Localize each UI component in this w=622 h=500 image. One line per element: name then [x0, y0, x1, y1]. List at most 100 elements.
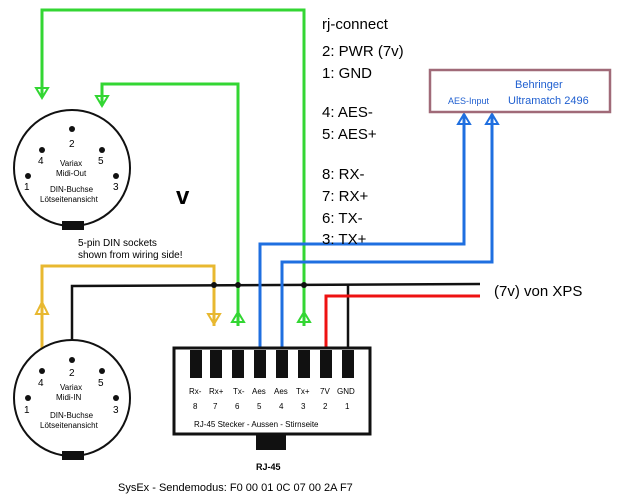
rj45-contact [210, 350, 222, 378]
behringer-input-label: AES-Input [448, 96, 490, 106]
red-wire-7v [324, 294, 480, 348]
rj-connect-line: 3: TX+ [322, 231, 367, 248]
rj-connect-line: 6: TX- [322, 210, 363, 227]
rj45-pin-name: GND [337, 387, 355, 396]
din-note-line-2: shown from wiring side! [78, 250, 182, 261]
rj-connect-title: rj-connect [322, 16, 389, 33]
din-out-pin-5 [99, 147, 105, 153]
junction-3 [301, 282, 307, 288]
din-in-pin-4 [39, 368, 45, 374]
green-arrow-out-pin4 [34, 87, 50, 100]
rj45-pin-name: Rx- [189, 387, 202, 396]
rj45-contact [276, 350, 288, 378]
din-out-pin-label: 1 [24, 182, 30, 193]
rj45-connector: Rx- Rx+ Tx- Aes Aes Tx+ 7V GND 8 7 6 5 4… [172, 346, 372, 472]
rj45-tab [256, 434, 286, 450]
din-in-pin-label: 4 [38, 378, 44, 389]
wires [34, 8, 500, 370]
rj45-caption: RJ-45 Stecker - Aussen - Stirnseite [194, 420, 319, 429]
behringer-name-2: Ultramatch 2496 [508, 95, 589, 107]
blue-wire-aes5 [258, 114, 466, 348]
rj-connect-line: 5: AES+ [322, 126, 377, 143]
rj45-contact [320, 350, 332, 378]
din-in-text-2: Midi-IN [56, 393, 82, 402]
green-arrow-out-pin5 [94, 95, 110, 108]
din-out-pin-label: 3 [113, 182, 119, 193]
rj45-pin-num: 7 [213, 402, 218, 411]
blue-arrow-1 [456, 112, 472, 125]
rj45-pin-num: 6 [235, 402, 240, 411]
rj-connect-line: 4: AES- [322, 104, 373, 121]
din-out-pin-1 [25, 173, 31, 179]
din-in-text-3: DIN-Buchse [50, 411, 94, 420]
din-socket-midi-out: 4 2 5 1 3 Variax Midi-Out DIN-Buchse Löt… [13, 109, 131, 230]
rj45-pin-name: Rx+ [209, 387, 224, 396]
rj45-pin-num: 8 [193, 402, 198, 411]
din-out-pin-4 [39, 147, 45, 153]
rj45-pin-num: 5 [257, 402, 262, 411]
din-socket-midi-in: 4 2 5 1 3 Variax Midi-IN DIN-Buchse Löts… [13, 339, 131, 460]
rj45-contact [232, 350, 244, 378]
din-out-key [62, 221, 84, 230]
din-out-pin-3 [113, 173, 119, 179]
yellow-wire-rxplus [40, 264, 216, 370]
sysex-line: SysEx - Sendemodus: F0 00 01 0C 07 00 2A… [118, 482, 353, 494]
din-in-pin-label: 1 [24, 405, 30, 416]
din-out-text-4: Lötseitenansicht [40, 195, 99, 204]
rj-connect-line: 2: PWR (7v) [322, 43, 404, 60]
rj45-pin-name: Aes [274, 387, 288, 396]
din-out-pin-2 [69, 126, 75, 132]
din-in-pin-2 [69, 357, 75, 363]
rj45-pin-num: 3 [301, 402, 306, 411]
blue-wire-aes4 [280, 114, 494, 348]
yellow-arrow-din-in [34, 299, 50, 315]
din-out-text-2: Midi-Out [56, 169, 87, 178]
green-wire-txplus [40, 8, 306, 326]
rj45-pin-num: 2 [323, 402, 328, 411]
din-in-text-4: Lötseitenansicht [40, 421, 99, 430]
din-in-key [62, 451, 84, 460]
din-in-pin-3 [113, 395, 119, 401]
rj45-contact [298, 350, 310, 378]
junction-1 [211, 282, 217, 288]
din-in-pin-label: 2 [69, 368, 75, 379]
din-out-text-1: Variax [60, 159, 82, 168]
green-arrow-rj-txplus [296, 310, 312, 323]
rj-connect-legend: rj-connect 2: PWR (7v) 1: GND 4: AES- 5:… [322, 16, 404, 248]
din-out-pin-label: 5 [98, 156, 104, 167]
blue-arrow-2 [484, 112, 500, 125]
din-in-pin-label: 5 [98, 378, 104, 389]
din-in-pin-1 [25, 395, 31, 401]
behringer-box-border [428, 68, 612, 114]
rj45-pin-name: Tx+ [296, 387, 310, 396]
rj45-contact [190, 350, 202, 378]
rj45-pin-name: 7V [320, 387, 330, 396]
v-mark: v [176, 183, 190, 210]
power-label: (7v) von XPS [494, 283, 582, 300]
behringer-name-1: Behringer [515, 79, 563, 91]
behringer-box: Behringer Ultramatch 2496 AES-Input [428, 68, 612, 114]
din-out-pin-label: 2 [69, 139, 75, 150]
rj45-body [172, 346, 372, 436]
din-in-pin-label: 3 [113, 405, 119, 416]
rj45-pin-num: 4 [279, 402, 284, 411]
rj-connect-line: 7: RX+ [322, 188, 369, 205]
din-out-pin-label: 4 [38, 156, 44, 167]
din-note-line-1: 5-pin DIN sockets [78, 238, 157, 249]
din-out-text-3: DIN-Buchse [50, 185, 94, 194]
rj45-pin-name: Tx- [233, 387, 245, 396]
junction-2 [235, 282, 241, 288]
rj45-tab-label: RJ-45 [256, 462, 281, 472]
green-wire-txminus [100, 82, 240, 326]
rj45-pin-num: 1 [345, 402, 350, 411]
rj-connect-line: 8: RX- [322, 166, 365, 183]
rj45-pin-name: Aes [252, 387, 266, 396]
yellow-arrow-rj [206, 313, 222, 326]
rj45-contact [342, 350, 354, 378]
din-in-text-1: Variax [60, 383, 82, 392]
din-in-pin-5 [99, 368, 105, 374]
rj45-contact [254, 350, 266, 378]
rj-connect-line: 1: GND [322, 65, 372, 82]
green-arrow-rj-tx [230, 310, 246, 323]
